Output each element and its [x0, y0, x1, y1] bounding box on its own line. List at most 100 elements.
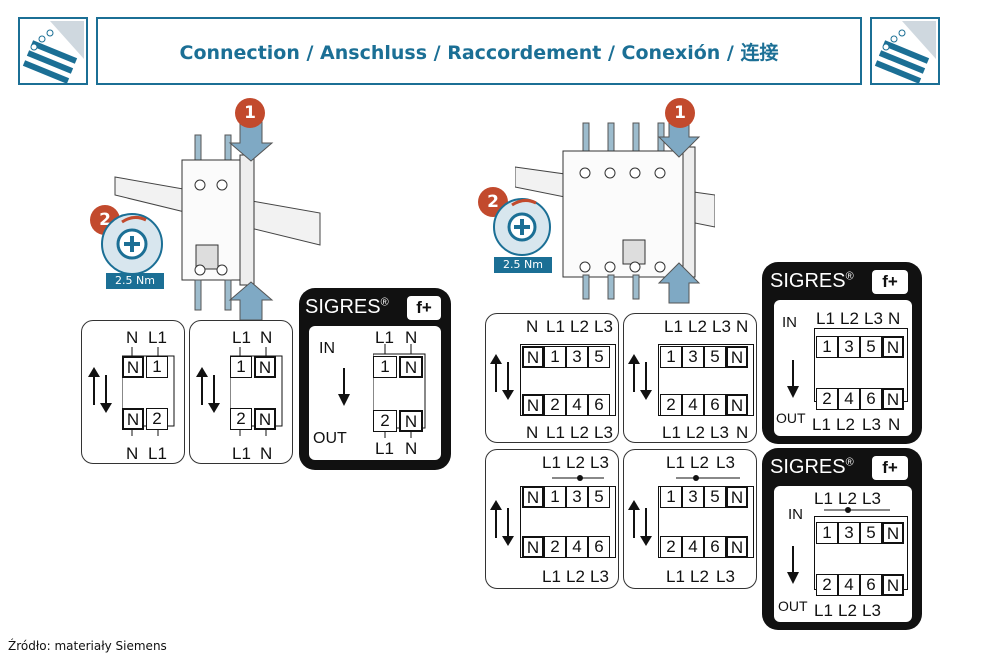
- terminal-bottom-label: L1: [812, 415, 831, 434]
- terminal-top-label: N: [526, 317, 539, 336]
- terminal-block: [122, 347, 175, 436]
- terminal-cell: 1: [146, 356, 168, 378]
- terminal-top-label: L2: [688, 317, 707, 336]
- bridge-link: [552, 475, 604, 481]
- wire-connection-icon: [20, 19, 86, 84]
- terminal-cell: 3: [682, 486, 704, 508]
- terminal-n: N: [122, 408, 144, 430]
- terminal-bottom-label: N: [736, 423, 749, 442]
- wiring-panel-4p-r1b: L1 L2 L3 N 1 3 5 N 2 4 6 N L1 L2 L3 N: [623, 313, 757, 443]
- terminal-cell: 5: [588, 346, 610, 368]
- out-label: OUT: [313, 430, 347, 447]
- step-1-badge-4p: 1: [665, 98, 695, 128]
- step-1-badge: 1: [235, 98, 265, 128]
- terminal-bottom-label: L1: [662, 423, 681, 442]
- wire-connection-icon: [872, 19, 938, 84]
- terminal-top-label: L1: [232, 328, 251, 347]
- terminal-cell: 6: [588, 536, 610, 558]
- terminal-cell: 2: [544, 536, 566, 558]
- terminal-bottom-label: L3: [862, 601, 881, 620]
- terminal-n: N: [399, 410, 423, 432]
- terminal-n: N: [254, 356, 276, 378]
- bridge-link: [676, 475, 740, 481]
- bidirectional-arrow-icon: [628, 500, 652, 546]
- sigres-brand: SIGRES®: [770, 456, 854, 478]
- bidirectional-arrow-icon: [490, 500, 514, 546]
- terminal-top-label: L1: [666, 453, 685, 472]
- terminal-bottom-label: L1: [666, 567, 685, 586]
- terminal-bottom-label: N: [126, 444, 139, 463]
- terminal-top-label: N: [260, 328, 273, 347]
- source-caption: Źródło: materiały Siemens: [8, 639, 167, 653]
- terminal-top-label: L1: [664, 317, 683, 336]
- terminal-n: N: [254, 408, 276, 430]
- terminal-n: N: [882, 574, 904, 596]
- down-arrow-icon: [787, 546, 799, 584]
- out-label: OUT: [776, 410, 806, 426]
- terminal-cell: 4: [838, 574, 860, 596]
- terminal-cell: 4: [838, 388, 860, 410]
- terminal-top-label: N: [736, 317, 749, 336]
- terminal-cell: 1: [816, 336, 838, 358]
- terminal-cell: 5: [860, 522, 882, 544]
- device-2pole-illustration: [114, 114, 321, 320]
- terminal-cell: 1: [544, 486, 566, 508]
- bidirectional-arrow-icon: [628, 354, 652, 400]
- screwdriver-torque-icon: [493, 198, 551, 256]
- fplus-badge: f+: [872, 270, 908, 294]
- terminal-cell: 4: [682, 536, 704, 558]
- terminal-cell: 3: [838, 336, 860, 358]
- wiring-panel-4p-r2b: L1 L2 L3 1 3 5 N 2 4 6 N L1 L2 L3: [623, 449, 757, 589]
- terminal-bottom-label: L2: [836, 415, 855, 434]
- terminal-n: N: [522, 346, 544, 368]
- terminal-cell: 3: [566, 346, 588, 368]
- terminal-bottom-label: N: [405, 439, 418, 458]
- down-arrow-icon: [338, 368, 350, 406]
- bidirectional-arrow-icon: [196, 367, 220, 413]
- terminal-n: N: [522, 536, 544, 558]
- terminal-cell: 6: [704, 536, 726, 558]
- terminal-top-label: N: [405, 328, 418, 347]
- terminal-cell: 1: [373, 356, 397, 378]
- terminal-top-label: L3: [862, 489, 881, 508]
- terminal-cell: 4: [682, 394, 704, 416]
- terminal-n: N: [726, 536, 748, 558]
- terminal-top-label: N: [126, 328, 139, 347]
- terminal-top-label: L2: [570, 317, 589, 336]
- terminal-n: N: [522, 394, 544, 416]
- terminal-top-label: L3: [590, 453, 609, 472]
- terminal-n: N: [882, 388, 904, 410]
- terminal-n: N: [882, 336, 904, 358]
- terminal-n: N: [122, 356, 144, 378]
- terminal-top-label: L3: [712, 317, 731, 336]
- terminal-top-label: L3: [716, 453, 735, 472]
- terminal-n: N: [726, 346, 748, 368]
- terminal-n: N: [522, 486, 544, 508]
- terminal-n: N: [399, 356, 423, 378]
- terminal-bottom-label: L3: [594, 423, 613, 442]
- terminal-bottom-label: L2: [838, 601, 857, 620]
- fplus-badge: f+: [872, 456, 908, 480]
- terminal-cell: 1: [660, 486, 682, 508]
- terminal-cell: 6: [704, 394, 726, 416]
- fplus-badge: f+: [407, 296, 441, 320]
- terminal-bottom-label: L1: [542, 567, 561, 586]
- terminal-cell: 3: [682, 346, 704, 368]
- wiring-panel-2p-a: N L1 N 1 N 2 N L1: [81, 320, 185, 464]
- terminal-cell: 2: [660, 394, 682, 416]
- terminal-top-label: L1: [816, 309, 835, 328]
- terminal-cell: 2: [230, 408, 252, 430]
- sigres-inner: IN OUT L1 N 1 N 2 N L1 N: [309, 326, 441, 460]
- sigres-panel-4p-bottom: SIGRES® f+ IN OUT L1 L2 L3 1 3 5 N 2 4 6…: [762, 448, 922, 630]
- terminal-cell: 1: [816, 522, 838, 544]
- terminal-top-label: L1: [148, 328, 167, 347]
- in-label: IN: [782, 314, 797, 331]
- terminal-cell: 1: [544, 346, 566, 368]
- terminal-n: N: [882, 522, 904, 544]
- terminal-block: [230, 347, 283, 436]
- terminal-bottom-label: L1: [546, 423, 565, 442]
- terminal-cell: 5: [704, 346, 726, 368]
- out-label: OUT: [778, 598, 808, 614]
- page-title: Connection / Anschluss / Raccordement / …: [179, 41, 779, 64]
- terminal-bottom-label: N: [888, 415, 901, 434]
